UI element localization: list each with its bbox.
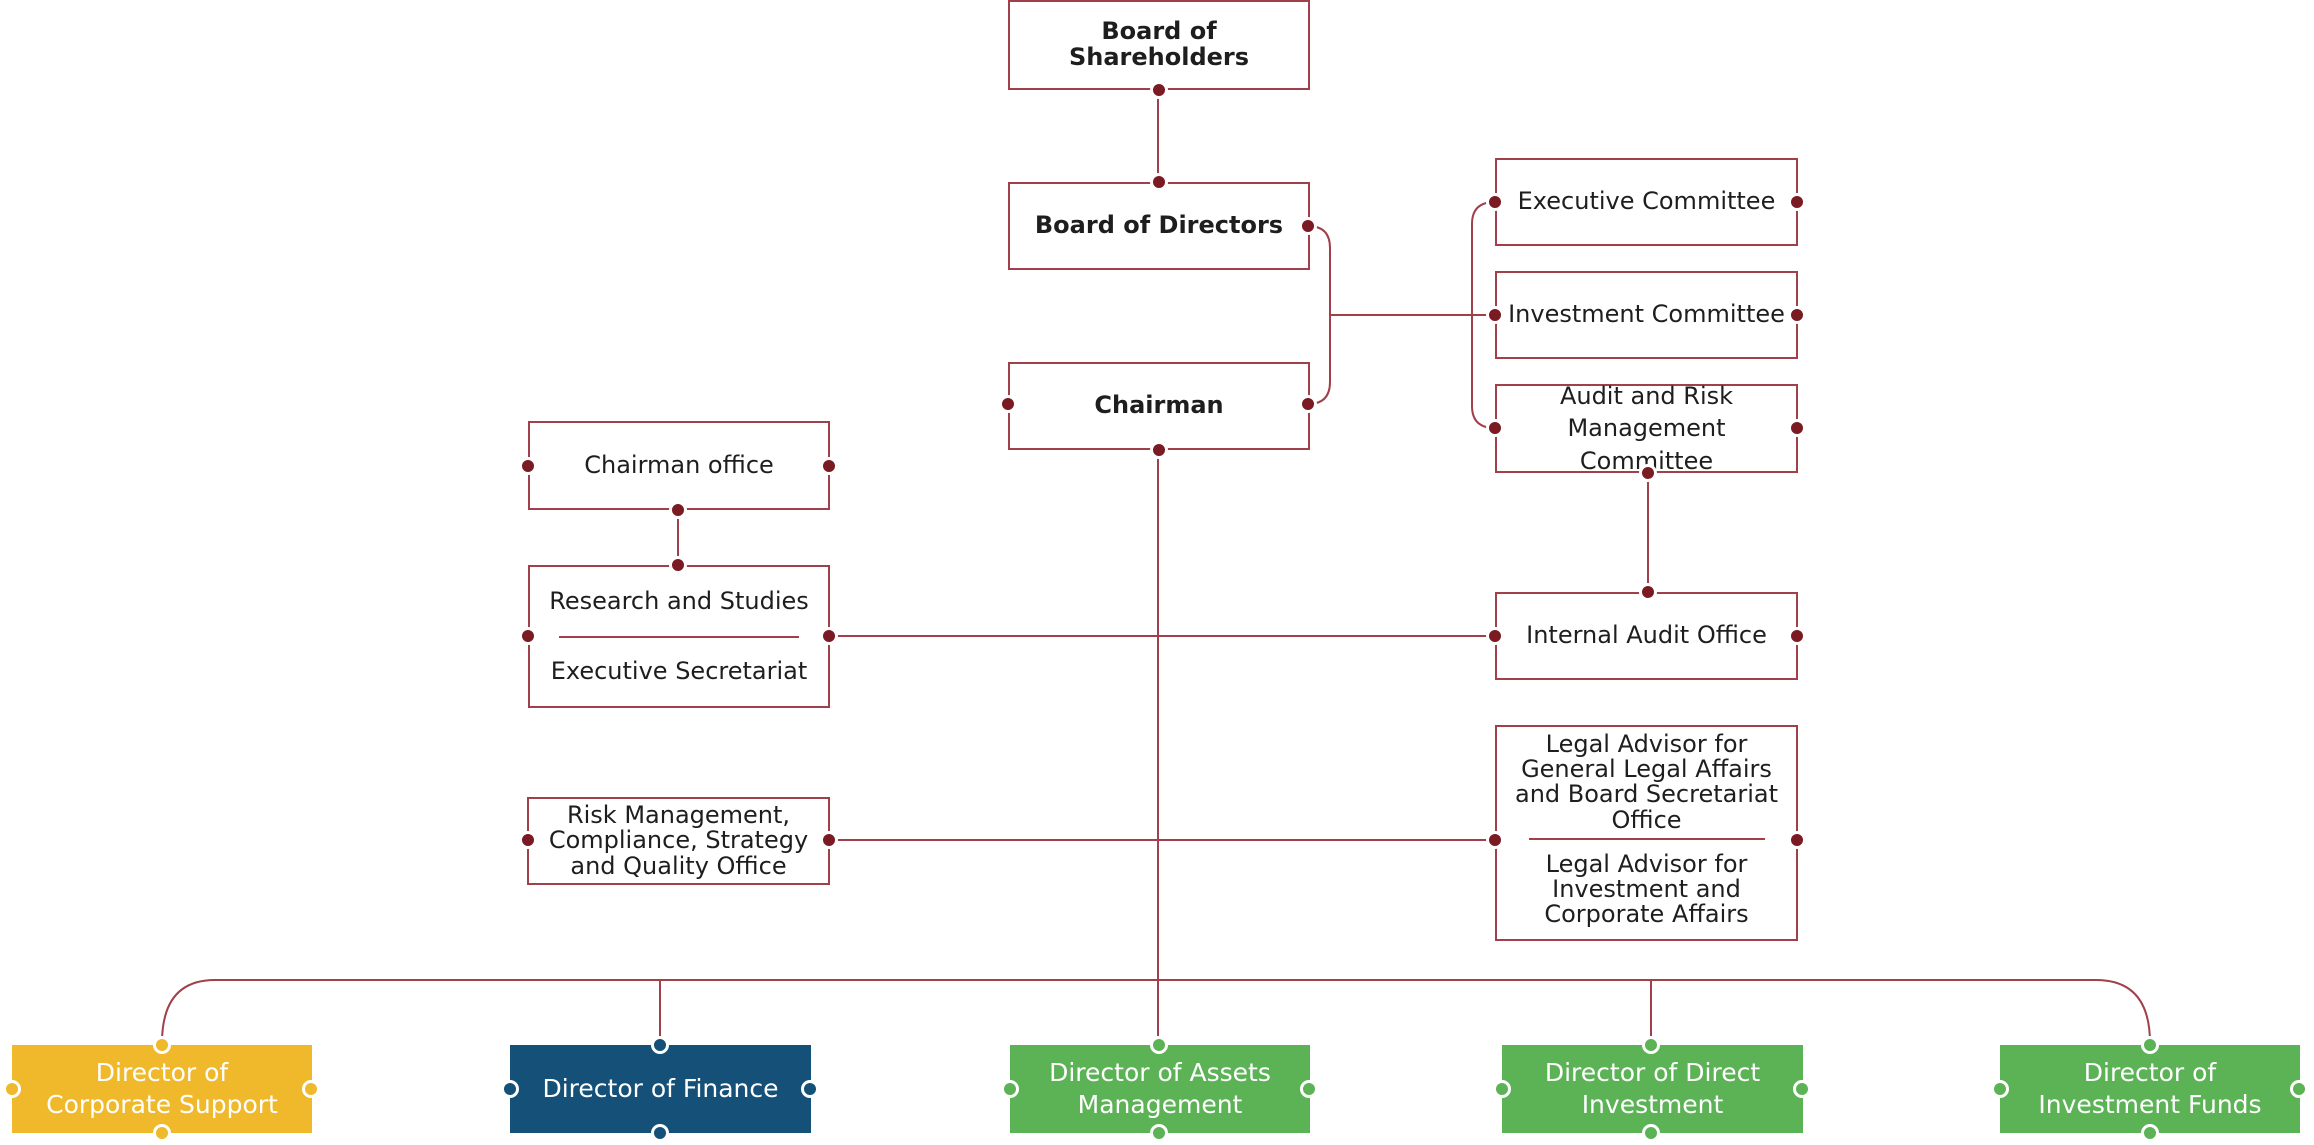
connector-dot	[669, 501, 687, 519]
connector-dot	[1299, 217, 1317, 235]
connector-dot	[1486, 193, 1504, 211]
connector-dot	[1788, 831, 1806, 849]
connector-dot	[1788, 193, 1806, 211]
risk-office-label: Risk Management, Compliance, Strategy an…	[548, 801, 809, 880]
legal-divider	[1528, 837, 1765, 840]
connector-dot	[519, 457, 537, 475]
investment-committee-label: Investment Committee	[1508, 300, 1785, 329]
director-finance-box: Director of Finance	[510, 1045, 811, 1133]
connector-dot	[669, 556, 687, 574]
connector-dot	[2141, 1124, 2159, 1142]
research-secretariat-box: Research and Studies Executive Secretari…	[528, 565, 830, 708]
connector-dot	[801, 1080, 819, 1098]
connector-dot	[1639, 583, 1657, 601]
connector-dot	[1788, 306, 1806, 324]
chairman-box: Chairman	[1008, 362, 1310, 450]
connector-dot	[1486, 831, 1504, 849]
connector-dot	[501, 1080, 519, 1098]
connector-dot	[3, 1080, 21, 1098]
connector-dot	[1788, 419, 1806, 437]
chairman-label: Chairman	[1094, 391, 1224, 420]
secretariat-segment: Executive Secretariat	[530, 638, 828, 706]
connector-dot	[1486, 627, 1504, 645]
internal-audit-office-box: Internal Audit Office	[1495, 592, 1798, 680]
director-assets-management-box: Director of Assets Management	[1010, 1045, 1310, 1133]
chairman-office-box: Chairman office	[528, 421, 830, 510]
connector-dot	[820, 831, 838, 849]
director-corporate-support-label: Director of Corporate Support	[46, 1057, 278, 1120]
connector-dot	[1150, 81, 1168, 99]
connector-dot	[1642, 1124, 1660, 1142]
connector-dot	[1486, 306, 1504, 324]
legal-general-label: Legal Advisor for General Legal Affairs …	[1514, 730, 1778, 834]
connector-dot	[2290, 1080, 2308, 1098]
connector-dot	[651, 1036, 669, 1054]
legal-advisors-box: Legal Advisor for General Legal Affairs …	[1495, 725, 1798, 941]
chairman-office-label: Chairman office	[584, 450, 774, 479]
connector-dot	[519, 831, 537, 849]
audit-risk-committee-label: Audit and Risk Management Committee	[1559, 381, 1734, 475]
connector-dot	[1788, 627, 1806, 645]
connector-dot	[1150, 1036, 1168, 1054]
executive-committee-box: Executive Committee	[1495, 158, 1798, 246]
connector-dot	[1642, 1036, 1660, 1054]
connector-dot	[519, 627, 537, 645]
board-of-directors-label: Board of Directors	[1034, 211, 1284, 240]
internal-audit-office-label: Internal Audit Office	[1526, 621, 1767, 650]
director-finance-label: Director of Finance	[542, 1073, 779, 1103]
research-segment: Research and Studies	[530, 567, 828, 636]
executive-committee-label: Executive Committee	[1517, 187, 1776, 216]
connector-dot	[302, 1080, 320, 1098]
connector-dot	[1299, 395, 1317, 413]
board-of-directors-box: Board of Directors	[1008, 182, 1310, 270]
connector-dot	[1150, 1124, 1168, 1142]
connector-dot	[820, 627, 838, 645]
connector-dot	[1150, 441, 1168, 459]
connector-dot	[1486, 419, 1504, 437]
director-corporate-support-box: Director of Corporate Support	[12, 1045, 312, 1133]
risk-office-box: Risk Management, Compliance, Strategy an…	[527, 797, 830, 885]
connector-dot	[820, 457, 838, 475]
board-of-shareholders-box: Board of Shareholders	[1008, 0, 1310, 90]
connector-dot	[999, 395, 1017, 413]
connector-dot	[1639, 464, 1657, 482]
legal-investment-segment: Legal Advisor for Investment and Corpora…	[1509, 840, 1784, 939]
investment-committee-box: Investment Committee	[1495, 271, 1798, 359]
connector-dot	[1991, 1080, 2009, 1098]
director-investment-funds-box: Director of Investment Funds	[2000, 1045, 2300, 1133]
audit-risk-committee-box: Audit and Risk Management Committee	[1495, 382, 1798, 475]
executive-secretariat-label: Executive Secretariat	[550, 657, 808, 686]
connector-dot	[1300, 1080, 1318, 1098]
connector-dot	[153, 1036, 171, 1054]
director-direct-investment-label: Director of Direct Investment	[1544, 1057, 1761, 1120]
board-of-shareholders-label: Board of Shareholders	[1068, 17, 1250, 71]
research-and-studies-label: Research and Studies	[549, 586, 809, 615]
director-assets-management-label: Director of Assets Management	[1049, 1057, 1271, 1120]
director-investment-funds-label: Director of Investment Funds	[2038, 1057, 2262, 1120]
connector-dot	[153, 1124, 171, 1142]
connector-dot	[1493, 1080, 1511, 1098]
legal-investment-label: Legal Advisor for Investment and Corpora…	[1544, 849, 1749, 929]
connector-dot	[1793, 1080, 1811, 1098]
connector-dot	[651, 1124, 669, 1142]
research-divider	[559, 636, 799, 638]
director-direct-investment-box: Director of Direct Investment	[1502, 1045, 1803, 1133]
connector-dot	[2141, 1036, 2159, 1054]
legal-general-segment: Legal Advisor for General Legal Affairs …	[1509, 727, 1784, 838]
connector-dot	[1150, 173, 1168, 191]
connector-dot	[1001, 1080, 1019, 1098]
